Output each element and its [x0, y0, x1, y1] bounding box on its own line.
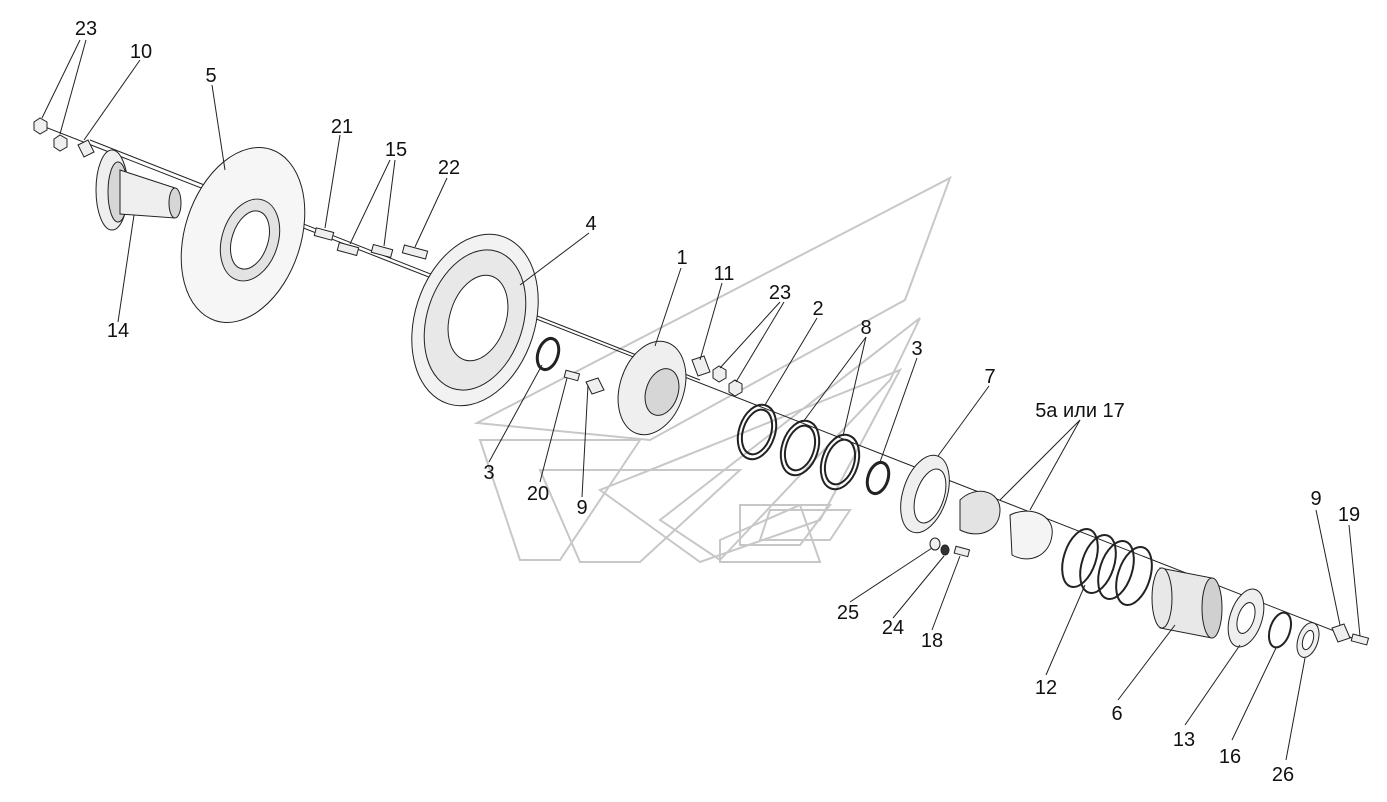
lock-plate-part-10	[77, 139, 95, 158]
disc-part-5	[180, 147, 306, 323]
disc-part-4	[411, 233, 539, 407]
nut-part-23-left	[33, 117, 68, 152]
callout-11: 11	[713, 263, 735, 285]
callout-1: 1	[676, 247, 688, 269]
callout-24: 24	[881, 617, 905, 639]
callout-18: 18	[920, 630, 944, 652]
callout-23-right: 23	[768, 282, 792, 304]
callout-7: 7	[984, 366, 996, 388]
bolts-parts-21-15-22	[313, 227, 429, 260]
spring-part-12	[1061, 528, 1153, 606]
callout-13: 13	[1172, 729, 1196, 751]
washer-nut-bolt-parts-25-24-18	[929, 537, 971, 558]
cover-part-7	[900, 454, 950, 534]
callout-6: 6	[1111, 703, 1123, 725]
callout-19: 19	[1337, 504, 1361, 526]
flange-part-13	[1227, 588, 1265, 648]
callout-5a-or-17: 5а или 17	[1035, 400, 1125, 422]
flange-hub-part-1	[617, 340, 687, 436]
callout-26: 26	[1271, 764, 1295, 786]
sleeve-part-6	[1151, 567, 1223, 639]
callout-3-right: 3	[911, 338, 923, 360]
callout-8: 8	[860, 317, 872, 339]
washer-part-16	[1267, 611, 1293, 649]
callout-5: 5	[205, 65, 217, 87]
callout-9-right: 9	[1310, 488, 1322, 510]
callout-23-left: 23	[74, 18, 98, 40]
callout-15: 15	[384, 139, 408, 161]
callout-22: 22	[437, 157, 461, 179]
bolt-part-20-plate-part-9	[563, 369, 605, 395]
callout-16: 16	[1218, 746, 1242, 768]
callout-21: 21	[330, 116, 354, 138]
callout-2: 2	[812, 298, 824, 320]
retaining-ring-part-3-right	[865, 460, 891, 496]
callout-9-left: 9	[576, 497, 588, 519]
rings-part-8	[779, 419, 861, 491]
callout-20: 20	[526, 483, 550, 505]
callout-14: 14	[106, 320, 130, 342]
plate-part-9-bolt-part-19	[1331, 623, 1370, 646]
callout-10: 10	[129, 41, 153, 63]
retaining-ring-part-3-left	[535, 336, 561, 372]
callout-12: 12	[1034, 677, 1058, 699]
watermark-logo	[473, 175, 952, 564]
flange-hub-part-14	[95, 149, 182, 231]
ring-part-2	[736, 403, 778, 461]
callout-25: 25	[836, 602, 860, 624]
seal-cups-part-5a-17	[959, 490, 1053, 560]
nut-part-26	[1296, 622, 1320, 658]
leader-lines	[41, 39, 1361, 761]
plate-part-11-nuts-part-23	[691, 355, 743, 397]
callout-4: 4	[585, 213, 597, 235]
callout-3-left: 3	[483, 462, 495, 484]
